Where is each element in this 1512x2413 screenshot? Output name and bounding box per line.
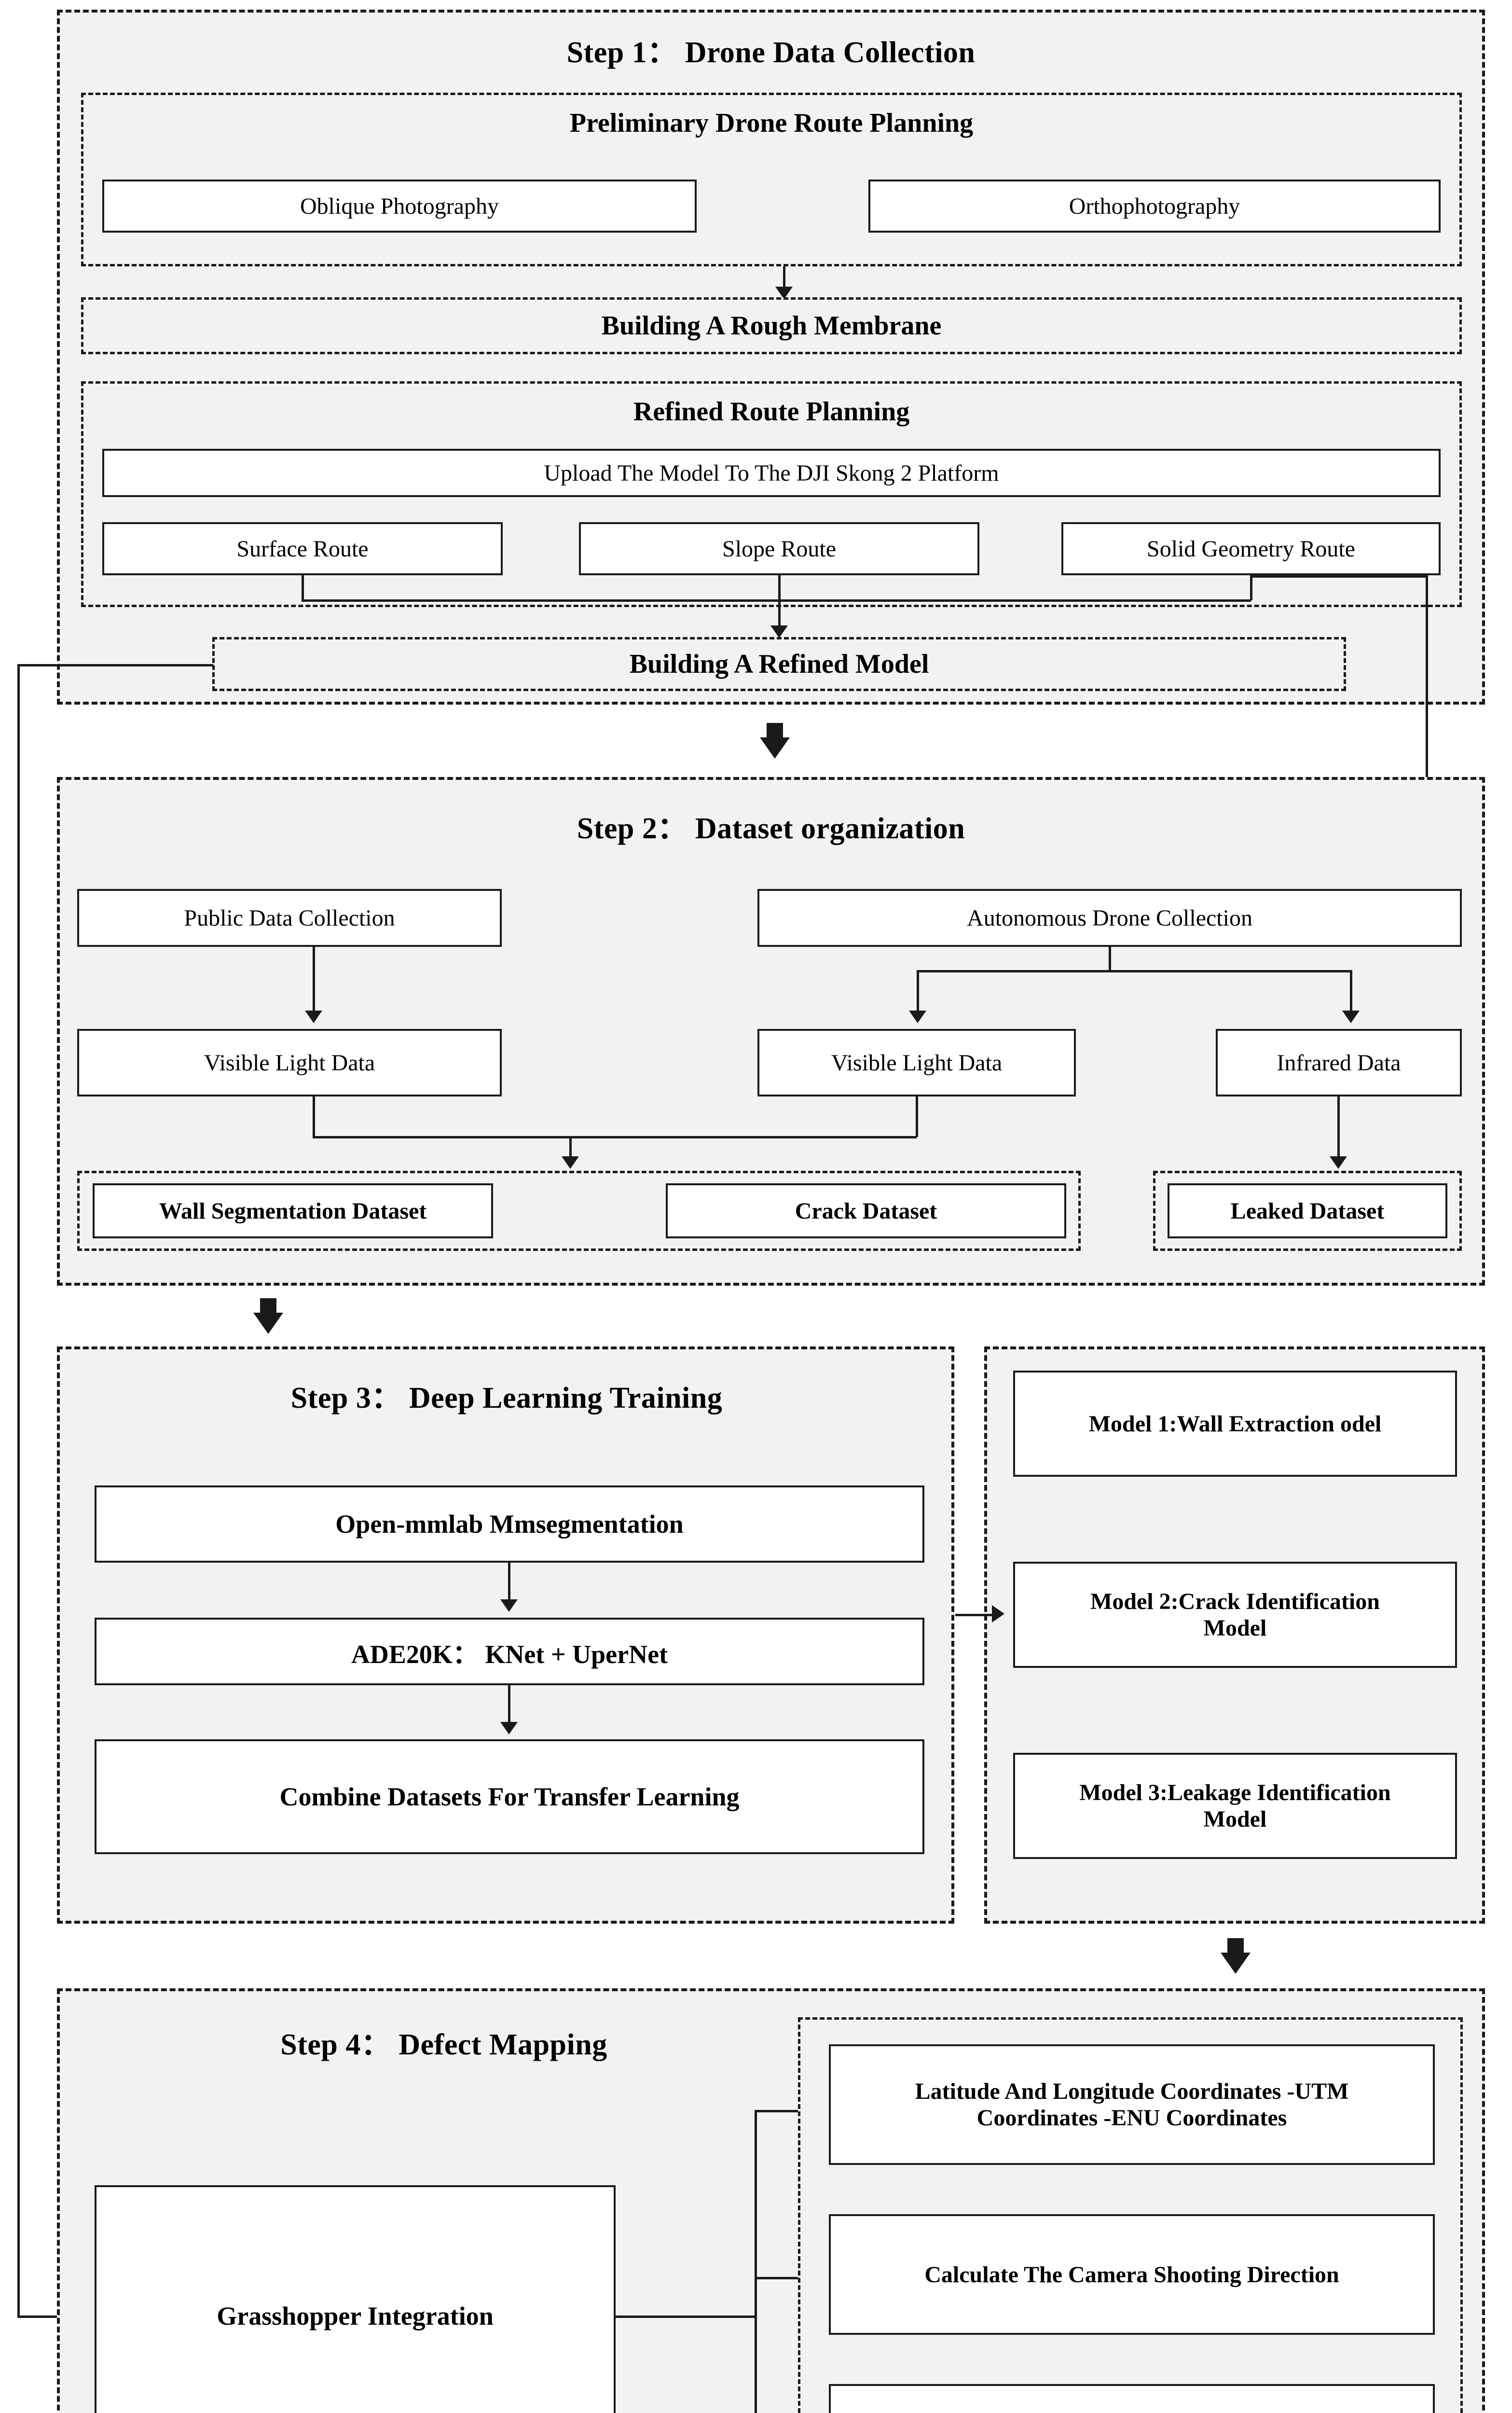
leaked-dataset-box[interactable]: Leaked Dataset	[1168, 1183, 1447, 1238]
upload-model-box[interactable]: Upload The Model To The DJI Skong 2 Plat…	[102, 449, 1441, 497]
connector-autonomous-split	[917, 970, 1351, 972]
connector-autonomous-down	[1109, 947, 1111, 971]
arrowhead-autonomous-left	[909, 1011, 926, 1023]
arrowhead-vld-merge-down	[562, 1156, 579, 1169]
connector-task2	[755, 2277, 812, 2279]
arrowhead-public-down	[305, 1011, 322, 1023]
connector-infrared-down	[1337, 1096, 1340, 1160]
coordinate-conversion-box[interactable]: Latitude And Longitude Coordinates -UTM …	[829, 2044, 1435, 2165]
defect-model-integration-box[interactable]: Defect Recognition Model Integration	[829, 2384, 1435, 2413]
model3-leakage-identification-box[interactable]: Model 3:Leakage Identification Model	[1013, 1753, 1457, 1859]
connector-solidgeom-right-stub	[1250, 575, 1427, 578]
public-data-collection-box[interactable]: Public Data Collection	[77, 889, 502, 947]
connector-tasks-spine	[755, 2110, 757, 2413]
fat-arrow-step1-step2	[760, 723, 790, 759]
arrowhead-autonomous-right	[1342, 1011, 1360, 1023]
connector-mmseg-to-ade	[508, 1563, 510, 1603]
connector-slope-down	[778, 575, 781, 600]
fat-arrow-step2-step3	[253, 1298, 283, 1334]
connector-routes-merge-bar	[302, 599, 1251, 602]
visible-light-data-drone-box[interactable]: Visible Light Data	[757, 1029, 1076, 1096]
connector-vld-merge-down	[569, 1136, 572, 1160]
oblique-photography-box[interactable]: Oblique Photography	[102, 180, 697, 233]
grasshopper-integration-box[interactable]: Grasshopper Integration	[95, 2185, 616, 2413]
visible-light-data-public-box[interactable]: Visible Light Data	[77, 1029, 502, 1096]
connector-refinedmodel-down-long	[17, 664, 20, 2316]
connector-prelim-to-rough	[783, 266, 785, 291]
connector-vld-drone-down	[916, 1096, 918, 1137]
arrowhead-mmseg-to-ade	[500, 1599, 518, 1612]
model1-wall-extraction-box[interactable]: Model 1:Wall Extraction odel	[1013, 1371, 1457, 1477]
arrowhead-training-to-models	[992, 1605, 1004, 1623]
arrowhead-infrared-down	[1330, 1156, 1347, 1169]
connector-vld-public-down	[313, 1096, 315, 1137]
solid-geometry-route-box[interactable]: Solid Geometry Route	[1061, 522, 1441, 575]
connector-merge-to-model	[778, 599, 781, 629]
connector-surface-down	[302, 575, 304, 600]
autonomous-drone-collection-box[interactable]: Autonomous Drone Collection	[757, 889, 1462, 947]
connector-ade-to-combine	[508, 1685, 510, 1726]
arrowhead-merge-to-model	[770, 625, 788, 638]
connector-autonomous-left-down	[917, 970, 919, 1014]
connector-public-down	[313, 947, 315, 1014]
connector-solidgeom-to-step2	[1426, 575, 1428, 889]
step1-title: Step 1： Drone Data Collection	[566, 36, 976, 69]
mmsegmentation-box[interactable]: Open-mmlab Mmsegmentation	[95, 1485, 924, 1563]
wall-segmentation-dataset-box[interactable]: Wall Segmentation Dataset	[93, 1183, 493, 1238]
model2-crack-identification-box[interactable]: Model 2:Crack Identification Model	[1013, 1562, 1457, 1668]
step4-title: Step 4： Defect Mapping	[280, 2028, 607, 2061]
slope-route-box[interactable]: Slope Route	[579, 522, 979, 575]
connector-refinedmodel-left	[17, 664, 213, 666]
connector-to-grasshopper	[17, 2316, 88, 2318]
step2-title: Step 2： Dataset organization	[577, 812, 965, 845]
arrowhead-prelim-to-rough	[775, 287, 793, 299]
rough-membrane-group	[81, 297, 1462, 354]
fat-arrow-step3-step4	[1221, 1938, 1251, 1974]
refined-model-box	[212, 637, 1346, 691]
refined-route-planning-header: Refined Route Planning	[633, 397, 910, 427]
ade20k-knet-upernet-box[interactable]: ADE20K： KNet + UperNet	[95, 1618, 924, 1685]
refined-model-label: Building A Refined Model	[629, 649, 929, 679]
rough-membrane-label: Building A Rough Membrane	[601, 311, 942, 341]
infrared-data-box[interactable]: Infrared Data	[1216, 1029, 1462, 1096]
connector-task1	[755, 2110, 812, 2112]
connector-autonomous-right-down	[1350, 970, 1352, 1014]
connector-training-to-models	[955, 1614, 994, 1616]
connector-solidgeom-down	[1250, 575, 1252, 600]
connector-grasshopper-right	[616, 2316, 756, 2318]
connector-vld-merge-bar	[313, 1136, 917, 1138]
preliminary-route-planning-header: Preliminary Drone Route Planning	[569, 108, 974, 138]
arrowhead-ade-to-combine	[500, 1722, 518, 1734]
step3-title: Step 3： Deep Learning Training	[290, 1382, 723, 1415]
camera-direction-box[interactable]: Calculate The Camera Shooting Direction	[829, 2214, 1435, 2335]
surface-route-box[interactable]: Surface Route	[102, 522, 503, 575]
crack-dataset-box[interactable]: Crack Dataset	[666, 1183, 1066, 1238]
orthophotography-box[interactable]: Orthophotography	[868, 180, 1441, 233]
combine-datasets-box[interactable]: Combine Datasets For Transfer Learning	[95, 1739, 924, 1854]
